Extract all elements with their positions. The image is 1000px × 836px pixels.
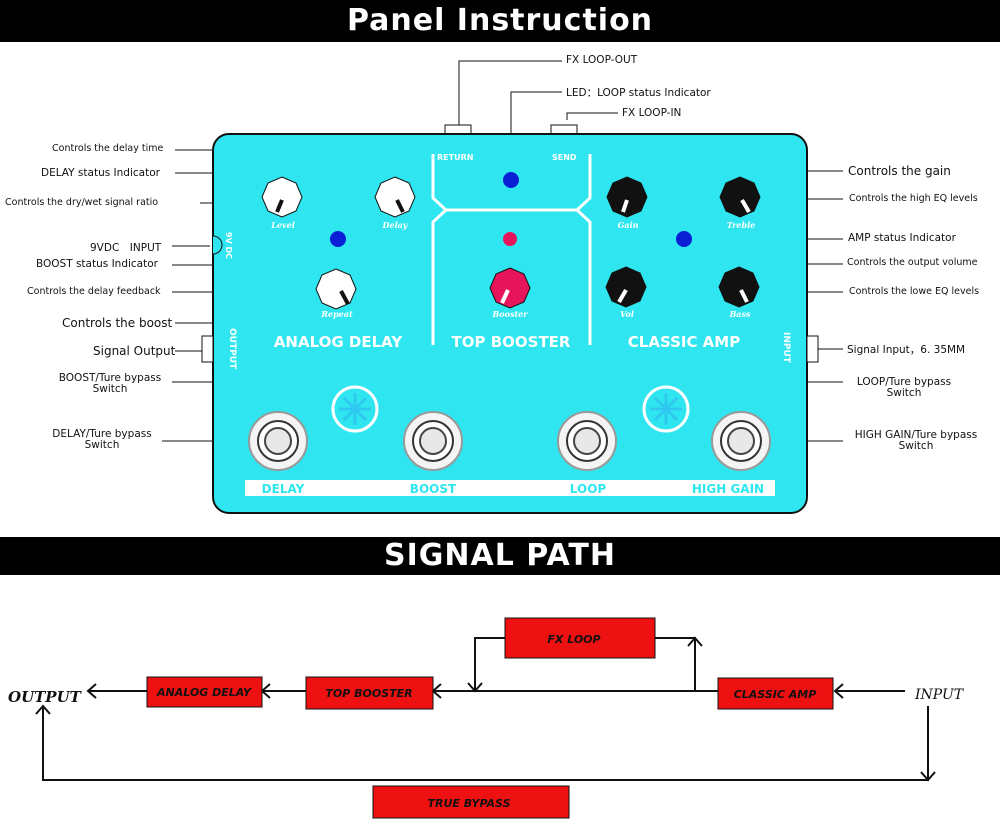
switch-label-strip <box>245 480 775 496</box>
boost-switch-callout: BOOST/Ture bypass Switch <box>52 373 168 395</box>
dc-jack-label: 9V DC <box>224 232 233 259</box>
signal-input-callout: Signal Input，6. 35MM <box>847 344 966 356</box>
signal-output-label: OUTPUT <box>8 688 83 706</box>
delay-footswitch[interactable] <box>248 411 308 471</box>
treble-knob[interactable]: Treble <box>719 176 761 230</box>
high-gain-footswitch[interactable] <box>711 411 771 471</box>
right-logo <box>642 385 690 433</box>
boost-switch-callout-line1: BOOST/Ture bypass <box>58 372 162 384</box>
loop-led <box>503 172 519 188</box>
dc-input-label: 9VDC INPUT <box>90 242 162 254</box>
loop-switch-label: LOOP <box>570 482 607 496</box>
signal-path-banner: SIGNAL PATH <box>0 537 1000 575</box>
classic-amp-title: CLASSIC AMP <box>628 333 740 351</box>
bass-knob-label: Bass <box>729 309 751 319</box>
level-knob-label: Level <box>270 220 295 230</box>
top-booster-block: TOP BOOSTER <box>305 676 434 710</box>
high-eq-callout: Controls the high EQ levels <box>849 193 978 204</box>
loop-switch-callout: LOOP/Ture bypass Switch <box>848 377 960 399</box>
high-gain-switch-callout-line2: Switch <box>898 440 934 452</box>
boost-control-label: Controls the boost <box>62 316 173 330</box>
bass-knob[interactable]: Bass <box>718 266 760 319</box>
analog-delay-block-label: ANALOG DELAY <box>156 686 252 699</box>
input-jack <box>806 335 819 363</box>
treble-knob-label: Treble <box>727 220 755 230</box>
boost-status-label: BOOST status Indicator <box>36 258 158 270</box>
true-bypass-block: TRUE BYPASS <box>372 785 570 819</box>
fx-loop-block-label: FX LOOP <box>547 633 600 646</box>
boost-switch-callout-line2: Switch <box>92 383 128 395</box>
loop-switch-callout-line1: LOOP/Ture bypass <box>856 376 952 388</box>
delay-switch-callout-line1: DELAY/Ture bypass <box>52 428 152 440</box>
analog-delay-block: ANALOG DELAY <box>146 676 263 708</box>
left-logo <box>331 385 379 433</box>
boost-led <box>503 232 517 246</box>
top-booster-block-label: TOP BOOSTER <box>325 687 412 700</box>
high-gain-switch-callout-line1: HIGH GAIN/Ture bypass <box>854 429 978 441</box>
delay-switch-label: DELAY <box>262 482 305 496</box>
return-label: RETURN <box>437 153 473 162</box>
dry-wet-label: Controls the dry/wet signal ratio <box>5 197 159 208</box>
classic-amp-block: CLASSIC AMP <box>717 677 834 710</box>
output-volume-callout: Controls the output volume <box>847 257 978 268</box>
delay-status-label: DELAY status Indicator <box>41 167 160 179</box>
delay-led <box>330 231 346 247</box>
signal-output-callout: Signal Output <box>93 344 176 358</box>
vol-knob-label: Vol <box>620 309 634 319</box>
vol-knob[interactable]: Vol <box>605 266 647 319</box>
panel-instruction-banner: Panel Instruction <box>0 0 1000 42</box>
high-gain-switch-label: HIGH GAIN <box>692 482 764 496</box>
fx-loop-block: FX LOOP <box>504 617 656 659</box>
repeat-knob-label: Repeat <box>320 309 353 319</box>
gain-knob-label: Gain <box>618 220 639 230</box>
repeat-knob[interactable]: Repeat <box>315 268 357 319</box>
level-knob[interactable]: Level <box>261 176 303 230</box>
dc-jack <box>212 235 223 255</box>
booster-knob[interactable]: Booster <box>489 267 531 319</box>
input-side-label: INPUT <box>781 332 791 364</box>
output-jack <box>201 335 214 363</box>
delay-switch-callout: DELAY/Ture bypass Switch <box>44 429 160 451</box>
boost-footswitch[interactable] <box>403 411 463 471</box>
gain-knob[interactable]: Gain <box>606 176 648 230</box>
send-label: SEND <box>552 153 577 162</box>
boost-switch-label: BOOST <box>410 482 457 496</box>
fx-loop-out-label: FX LOOP-OUT <box>566 54 638 66</box>
top-booster-title: TOP BOOSTER <box>452 333 571 351</box>
amp-led <box>676 231 692 247</box>
analog-delay-title: ANALOG DELAY <box>274 333 404 351</box>
signal-input-label: INPUT <box>914 687 965 703</box>
delay-switch-callout-line2: Switch <box>84 439 120 451</box>
delay-knob[interactable]: Delay <box>374 176 416 230</box>
high-gain-switch-callout: HIGH GAIN/Ture bypass Switch <box>848 430 984 452</box>
delay-time-label: Controls the delay time <box>52 143 164 154</box>
fx-loop-in-label: FX LOOP-IN <box>622 107 682 119</box>
loop-switch-callout-line2: Switch <box>886 387 922 399</box>
loop-footswitch[interactable] <box>557 411 617 471</box>
true-bypass-block-label: TRUE BYPASS <box>427 797 510 810</box>
low-eq-callout: Controls the lowe EQ levels <box>849 286 980 297</box>
output-side-label: OUTPUT <box>227 328 237 370</box>
booster-section-outline <box>431 154 592 345</box>
classic-amp-block-label: CLASSIC AMP <box>734 688 817 701</box>
gain-callout: Controls the gain <box>848 164 951 178</box>
booster-knob-label: Booster <box>492 309 529 319</box>
amp-status-callout: AMP status Indicator <box>848 232 956 244</box>
loop-status-label: LED：LOOP status Indicator <box>566 87 711 99</box>
signal-path-lines <box>35 636 936 782</box>
delay-feedback-label: Controls the delay feedback <box>27 286 161 297</box>
delay-knob-label: Delay <box>382 220 409 230</box>
